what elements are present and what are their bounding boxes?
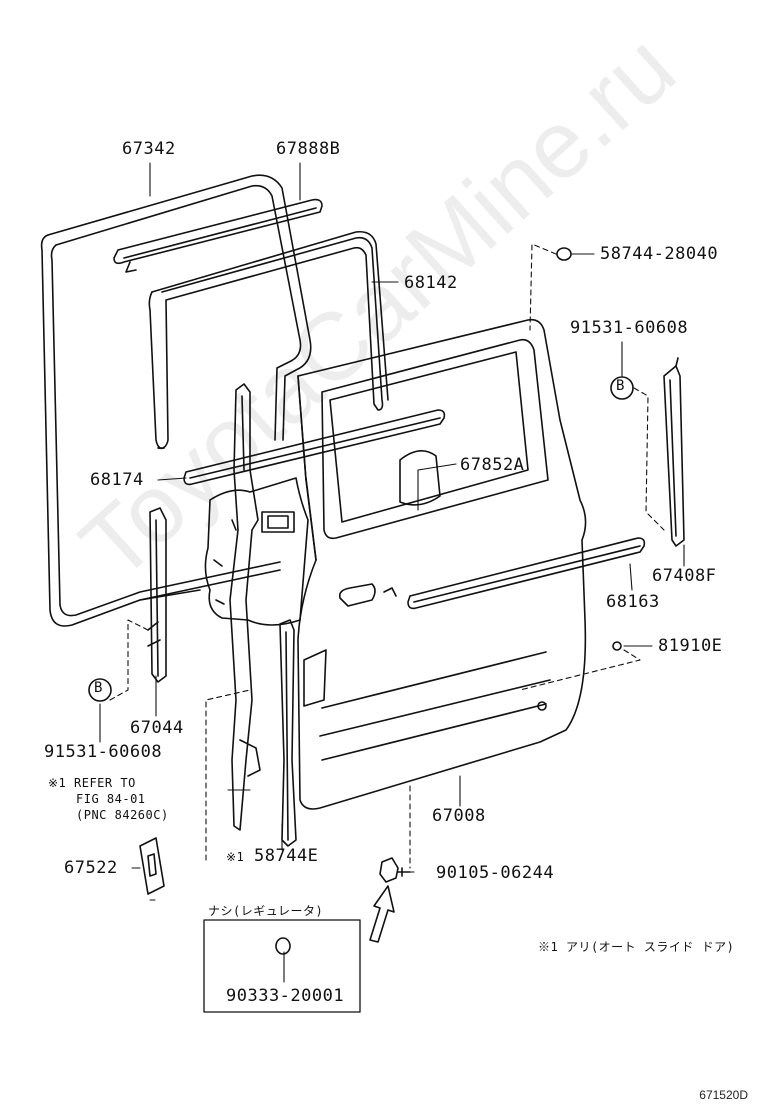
label-81910E: 81910E (658, 636, 723, 656)
label-58744-28040: 58744-28040 (600, 244, 719, 264)
label-67888B: 67888B (276, 139, 341, 159)
footnote: ※1 アリ(オート スライド ドア) (538, 940, 735, 954)
regulator-box (203, 919, 361, 1013)
label-67044: 67044 (130, 718, 184, 738)
label-90105-06244: 90105-06244 (436, 863, 555, 883)
frame-67044 (147, 507, 167, 683)
label-91531-60608-right: 91531-60608 (570, 318, 689, 338)
refer-note-line2: FIG 84-01 (76, 792, 146, 806)
frame-67408F (663, 357, 685, 547)
plate-67522 (139, 837, 165, 895)
label-68142: 68142 (404, 273, 458, 293)
b-marker-right: B (616, 378, 625, 394)
box-title: ナシ(レギュレータ) (208, 904, 324, 918)
run-channel-67888B (113, 198, 323, 273)
rail-58744E (279, 619, 327, 847)
dashed-lines (109, 243, 665, 901)
label-67008: 67008 (432, 806, 486, 826)
weatherstrip-67342 (40, 174, 312, 627)
b-marker-left: B (94, 680, 103, 696)
refer-note-line1: ※1 REFER TO (48, 776, 136, 790)
inner-weatherstrip-68174 (183, 409, 446, 486)
label-67522: 67522 (64, 858, 118, 878)
label-67852A: 67852A (460, 455, 525, 475)
ref1-marker: ※1 (226, 850, 245, 864)
label-91531-60608-left: 91531-60608 (44, 742, 163, 762)
regulator-guide (229, 383, 261, 831)
b-circles (88, 376, 634, 702)
fasteners (275, 247, 622, 955)
belt-moulding-68163 (407, 537, 646, 610)
service-hole-cover-67852A (204, 450, 441, 626)
label-67342: 67342 (122, 139, 176, 159)
label-90333-20001: 90333-20001 (226, 986, 345, 1006)
label-68174: 68174 (90, 470, 144, 490)
figure-code: 671520D (699, 1088, 748, 1102)
leader-lines (99, 162, 685, 983)
door-panel-67008 (297, 318, 587, 810)
label-68163: 68163 (606, 592, 660, 612)
label-67408F: 67408F (652, 566, 717, 586)
label-58744E: 58744E (254, 846, 319, 866)
arrow-up (369, 885, 395, 943)
glass-run-68142 (148, 230, 389, 450)
refer-note-line3: (PNC 84260C) (76, 808, 169, 822)
